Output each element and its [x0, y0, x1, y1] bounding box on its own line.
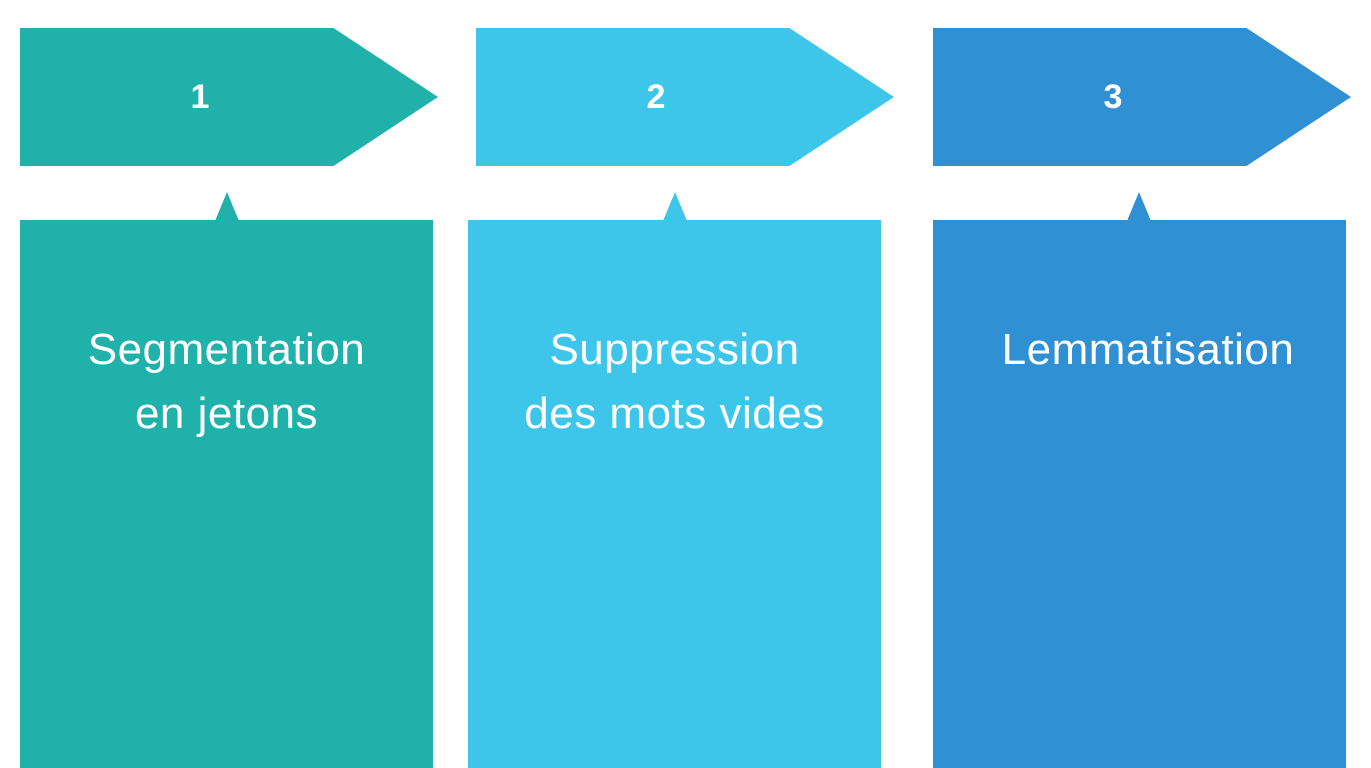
step-2-label-line-2: des mots vides — [524, 389, 825, 438]
step-2-label-line-1: Suppression — [549, 325, 800, 374]
step-1-card — [20, 220, 433, 768]
step-3-number: 3 — [1103, 77, 1123, 116]
step-3-pointer — [1127, 192, 1151, 221]
step-1-number: 1 — [190, 77, 210, 116]
step-2-number: 2 — [646, 77, 666, 116]
step-3-label: Lemmatisation — [933, 318, 1363, 382]
step-2-arrow — [476, 28, 894, 166]
step-1-label-line-2: en jetons — [134, 389, 319, 438]
step-2-pointer — [663, 192, 687, 221]
step-1-label-line-1: Segmentation — [87, 325, 366, 374]
step-2-card — [468, 220, 881, 768]
step-3-label-line-1: Lemmatisation — [1001, 325, 1295, 374]
step-2-label: Suppression des mots vides — [468, 318, 881, 446]
step-1-label: Segmentation en jetons — [20, 318, 433, 446]
step-3-card — [933, 220, 1346, 768]
step-1-pointer — [215, 192, 239, 221]
